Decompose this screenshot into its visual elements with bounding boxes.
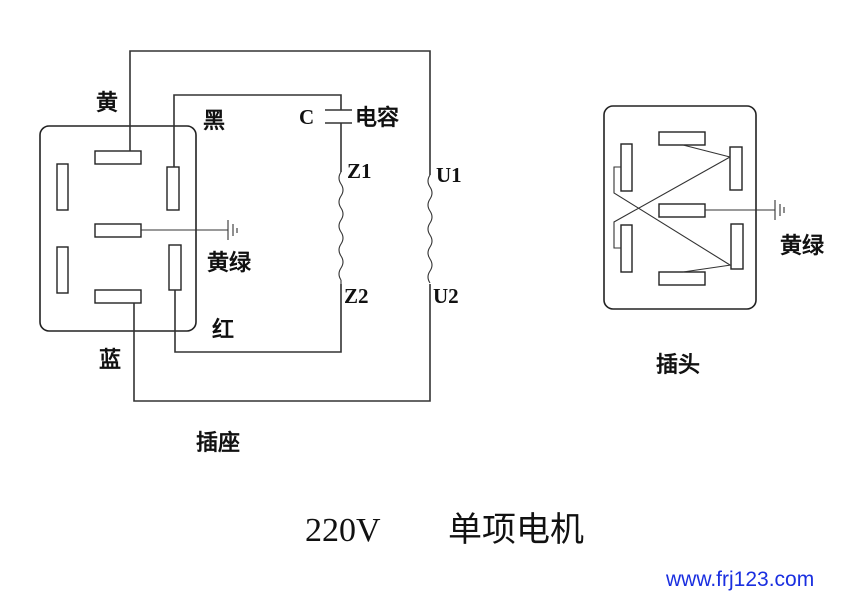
plug-caption: 插头	[656, 352, 700, 378]
socket-pin-bottom	[94, 289, 142, 304]
capacitor-label: 电容	[355, 105, 399, 131]
label-black: 黑	[203, 108, 225, 134]
label-u2: U2	[433, 284, 459, 308]
socket-pin-right-lower	[168, 244, 182, 291]
label-yellow: 黄	[96, 90, 118, 116]
plug-internal-wire-left-upper	[613, 166, 731, 266]
label-yellow-green: 黄绿	[207, 250, 252, 276]
wire-red	[174, 284, 342, 353]
title-name: 单项电机	[448, 511, 584, 549]
plug-pin-left-lower	[620, 224, 633, 273]
label-z1: Z1	[347, 159, 372, 183]
plug-internal-wire-bottom	[682, 264, 732, 273]
watermark-url: www.frj123.com	[665, 568, 814, 591]
label-red: 红	[212, 317, 234, 343]
capacitor-icon	[325, 109, 352, 124]
wire-blue	[133, 284, 431, 402]
plug-pin-right-upper	[729, 146, 743, 191]
plug-pin-bottom	[658, 271, 706, 286]
label-u1: U1	[436, 163, 462, 187]
main-winding-coil-icon	[427, 174, 433, 284]
plug-ground-icon	[774, 200, 785, 220]
label-blue: 蓝	[99, 347, 121, 373]
plug-internal-wire-left-lower	[613, 156, 731, 249]
plug	[603, 105, 785, 310]
plug-pin-left-upper	[620, 143, 633, 192]
socket	[39, 125, 238, 332]
plug-pin-middle	[658, 203, 706, 218]
socket-pin-middle	[94, 223, 142, 238]
socket-ground-icon	[227, 220, 238, 240]
socket-pin-top	[94, 150, 142, 165]
wire-yellow	[129, 50, 431, 175]
socket-caption: 插座	[196, 430, 240, 456]
plug-pin-top	[658, 131, 706, 146]
socket-pin-right-upper	[166, 166, 180, 211]
socket-pin-left-upper	[56, 163, 69, 211]
wire-black	[173, 94, 342, 167]
plug-body	[603, 105, 757, 310]
label-z2: Z2	[344, 284, 369, 308]
plug-pin-right-lower	[730, 223, 744, 270]
capacitor-symbol: C	[299, 105, 314, 129]
aux-winding-coil-icon	[338, 171, 344, 281]
title-voltage: 220V	[305, 512, 381, 549]
plug-internal-wire-top	[682, 144, 731, 158]
socket-pin-left-lower	[56, 246, 69, 294]
plug-ground-label: 黄绿	[780, 233, 825, 259]
socket-body	[39, 125, 197, 332]
